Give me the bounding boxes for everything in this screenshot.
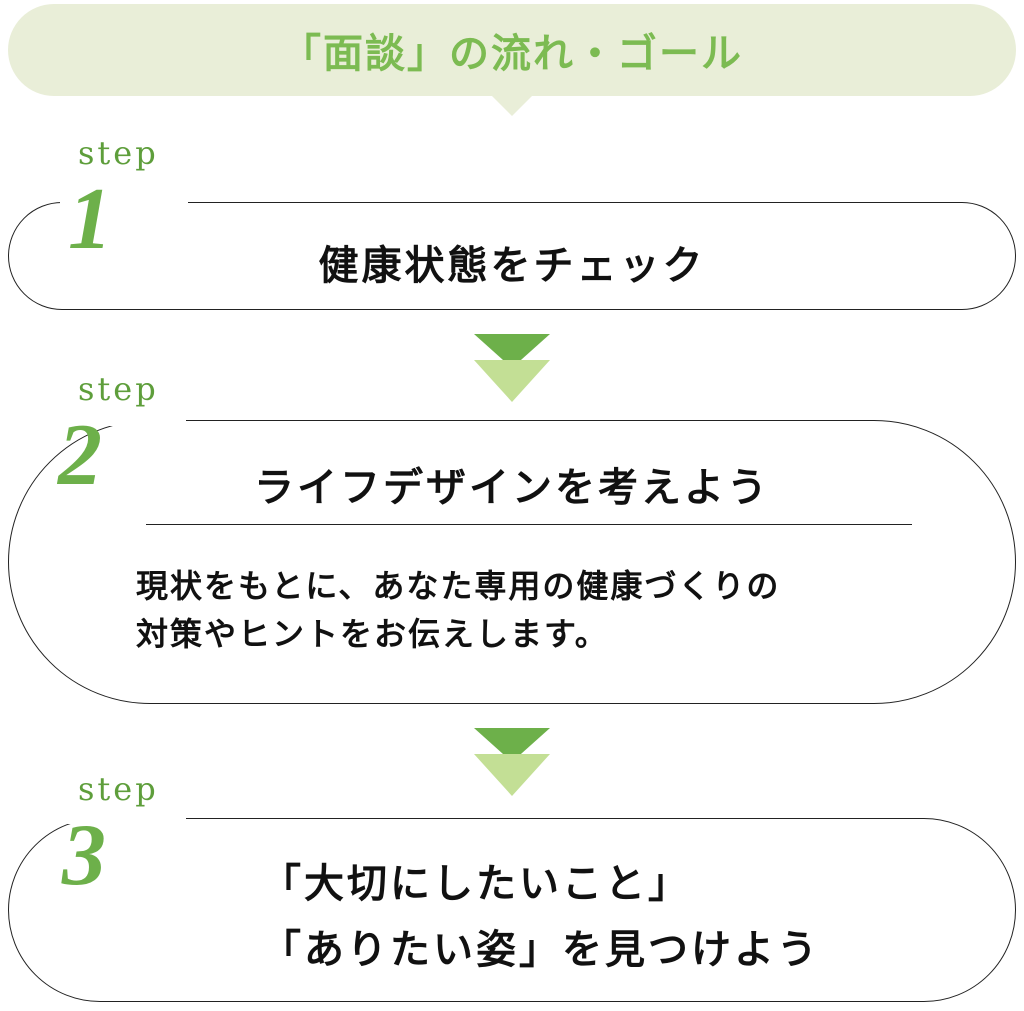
step-2-card: ライフデザインを考えよう — [8, 420, 1016, 704]
step-1-border-gap — [60, 196, 188, 208]
step-2-title: ライフデザインを考えよう — [254, 464, 770, 511]
step-3-card: 「大切にしたいこと」 「ありたい姿」を見つけよう — [8, 818, 1016, 1002]
step-2-label: step — [78, 370, 159, 408]
step-3-border-gap — [50, 812, 186, 824]
step-1-title: 健康状態をチェック — [318, 242, 706, 289]
step-2-number: 2 — [58, 407, 102, 504]
step-2-description-line-2: 対策やヒントをお伝えします。 — [136, 615, 609, 653]
arrow-down-icon — [474, 728, 550, 796]
step-3-number: 3 — [62, 807, 106, 904]
step-2-border-gap — [50, 414, 186, 426]
arrow-down-icon — [474, 334, 550, 402]
step-3-title: 「大切にしたいこと」 「ありたい姿」を見つけよう — [261, 851, 1015, 983]
step-3-label: step — [78, 770, 159, 808]
step-1-label: step — [78, 134, 159, 172]
step-2-description: 現状をもとに、あなた専用の健康づくりの 対策やヒントをお伝えします。 — [136, 562, 780, 658]
step-3-title-line-2: 「ありたい姿」を見つけよう — [261, 926, 820, 973]
step-3-title-line-1: 「大切にしたいこと」 — [261, 860, 691, 907]
step-2-description-line-1: 現状をもとに、あなた専用の健康づくりの — [136, 567, 781, 605]
header-pointer — [490, 94, 534, 116]
page-title: 「面談」の流れ・ゴール — [281, 30, 743, 77]
step-2-divider — [146, 524, 912, 525]
header-banner: 「面談」の流れ・ゴール — [8, 4, 1016, 96]
step-1-number: 1 — [68, 171, 112, 268]
step-1-card: 健康状態をチェック — [8, 202, 1016, 310]
